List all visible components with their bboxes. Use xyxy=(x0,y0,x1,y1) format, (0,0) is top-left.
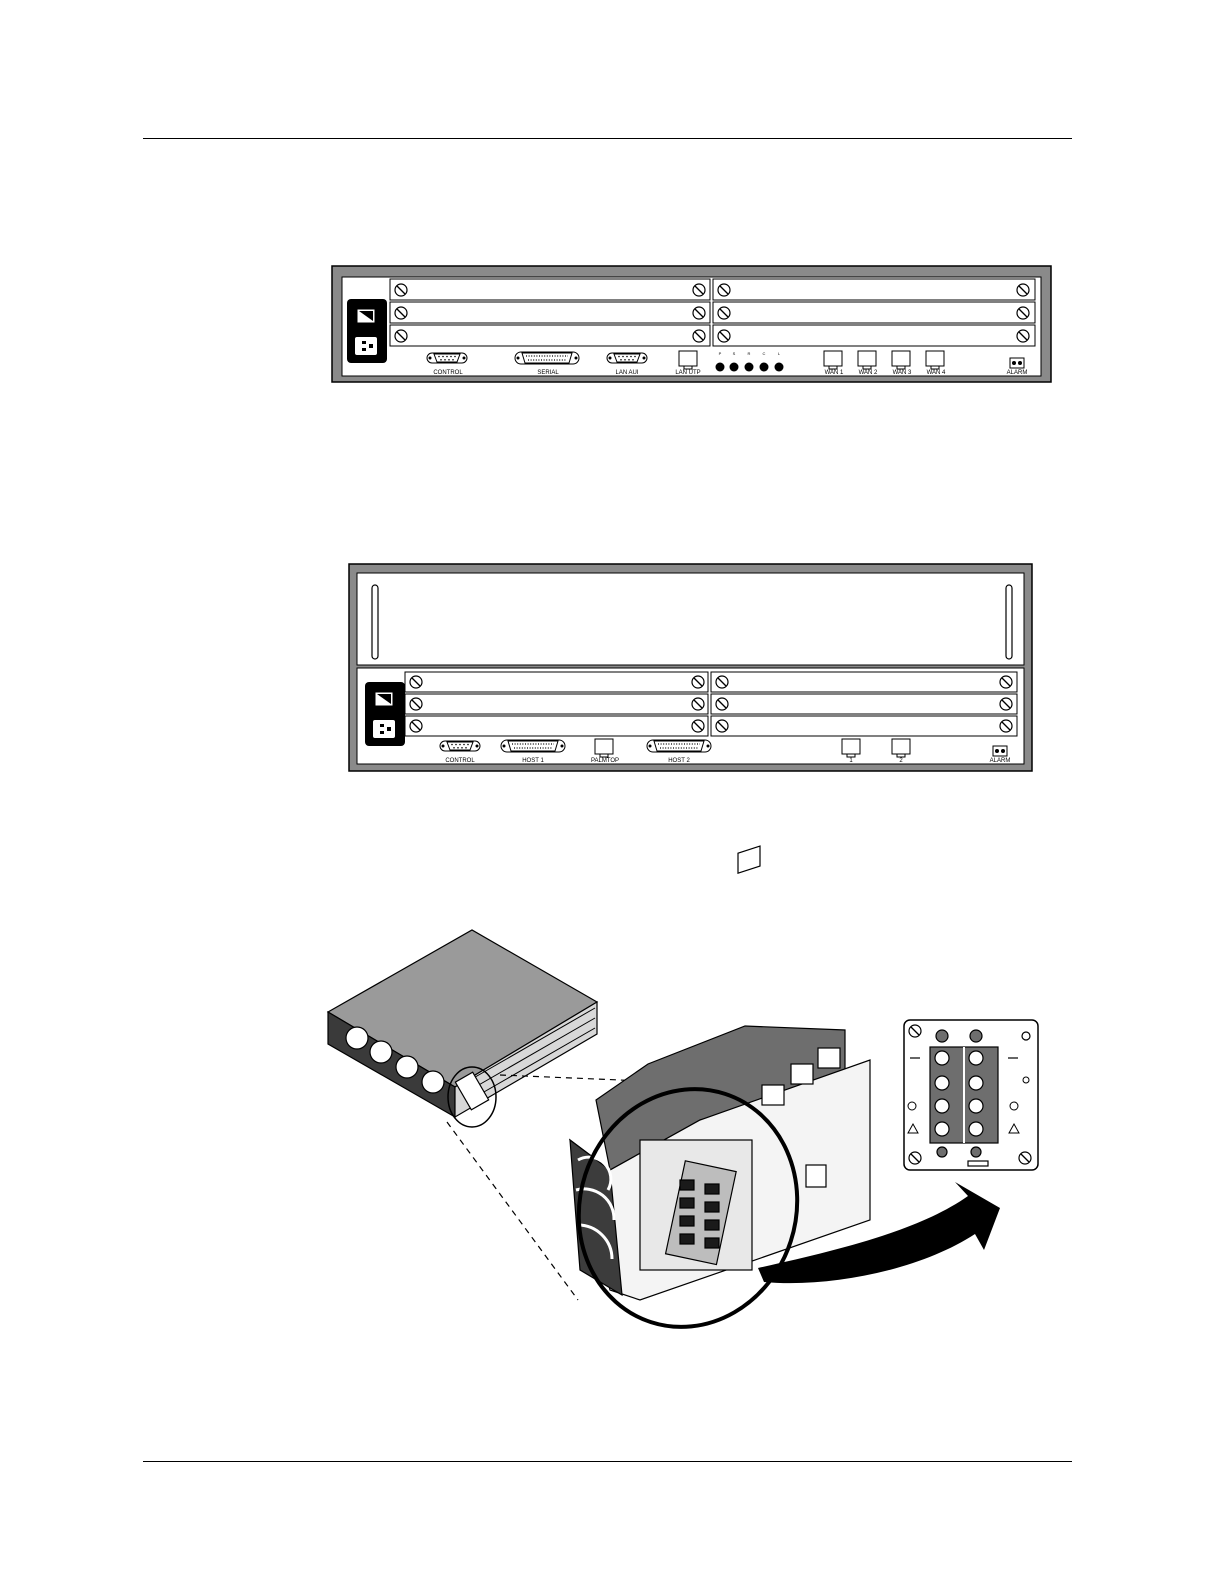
lan-aui-port[interactable] xyxy=(607,353,647,363)
lan-utp-port[interactable] xyxy=(679,351,697,369)
expansion-slots-2 xyxy=(405,672,1017,736)
host1-port[interactable] xyxy=(501,740,565,752)
serial-port[interactable] xyxy=(515,352,579,364)
expansion-slots-1 xyxy=(390,279,1035,346)
label-host2: HOST 2 xyxy=(668,758,690,764)
power-module-1[interactable] xyxy=(347,299,387,363)
handle-left xyxy=(372,585,378,659)
label-lan-utp: LAN UTP xyxy=(675,370,700,376)
label-wan3: WAN 3 xyxy=(893,370,912,376)
svg-text:R: R xyxy=(748,351,751,356)
svg-text:C: C xyxy=(763,351,766,356)
label-palmtop: PALMTOP xyxy=(591,758,619,764)
port-1[interactable] xyxy=(842,739,860,757)
label-serial: SERIAL xyxy=(537,370,559,376)
label-wan4: WAN 4 xyxy=(927,370,946,376)
terminal-block-detail xyxy=(904,1020,1038,1170)
alarm-port-1[interactable] xyxy=(1010,358,1024,368)
port-2[interactable] xyxy=(892,739,910,757)
control-port-2[interactable] xyxy=(440,741,480,751)
label-lan-aui: LAN AUI xyxy=(615,370,638,376)
label-wan2: WAN 2 xyxy=(859,370,878,376)
label-alarm-2: ALARM xyxy=(990,758,1011,764)
rear-panel-2: CONTROL HOST 1 PALMTOP HOST 2 1 2 ALARM xyxy=(349,564,1032,771)
svg-text:S: S xyxy=(733,351,736,356)
palmtop-port[interactable] xyxy=(595,739,613,757)
host2-port[interactable] xyxy=(647,740,711,752)
label-host1: HOST 1 xyxy=(522,758,544,764)
chassis-isometric xyxy=(328,930,597,1127)
label-control-2: CONTROL xyxy=(445,758,475,764)
label-alarm-1: ALARM xyxy=(1007,370,1028,376)
control-port-1[interactable] xyxy=(427,353,467,363)
alarm-port-2[interactable] xyxy=(993,746,1007,756)
power-module-2[interactable] xyxy=(365,682,405,746)
svg-text:P: P xyxy=(719,351,722,356)
label-control-1: CONTROL xyxy=(433,370,463,376)
handle-right xyxy=(1006,585,1012,659)
label-wan1: WAN 1 xyxy=(825,370,844,376)
